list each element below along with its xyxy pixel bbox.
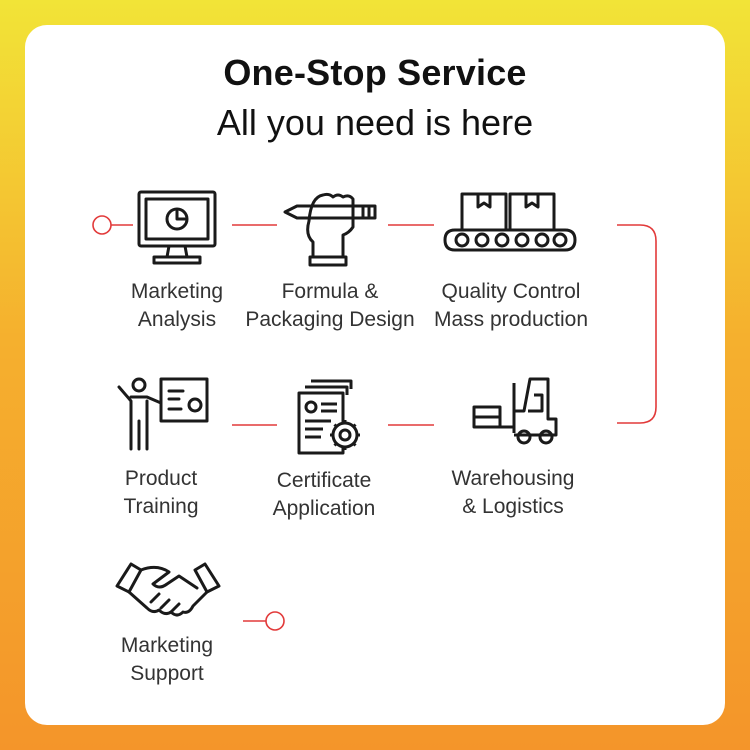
label-line-1: Marketing	[130, 280, 224, 303]
step-label-product-training: Product Training	[81, 465, 241, 521]
label-line-2: Support	[130, 662, 204, 685]
step-label-certificate-application: Certificate Application	[244, 467, 404, 523]
page-subtitle: All you need is here	[216, 102, 534, 143]
label-line-1: Product	[124, 467, 198, 490]
label-line-2: Packaging Design	[245, 308, 415, 331]
step-label-marketing-support: Marketing Support	[87, 632, 247, 688]
page-title: One-Stop Service	[223, 52, 527, 93]
label-line-1: Warehousing	[451, 467, 575, 490]
label-line-1: Formula &	[281, 280, 379, 303]
presentation-icon	[117, 377, 209, 451]
label-line-2: & Logistics	[462, 495, 564, 518]
hand-pencil-icon	[283, 192, 377, 267]
label-line-2: Mass production	[433, 308, 589, 331]
label-line-2: Analysis	[137, 308, 217, 331]
label-line-2: Application	[272, 497, 376, 520]
computer-monitor-icon	[137, 190, 217, 265]
step-label-warehousing-logistics: Warehousing & Logistics	[433, 465, 593, 521]
label-line-2: Training	[123, 495, 199, 518]
flow-end-dot	[265, 611, 285, 631]
step-label-quality-control: Quality Control Mass production	[421, 278, 601, 334]
service-card	[25, 25, 725, 725]
step-label-marketing-analysis: Marketing Analysis	[97, 278, 257, 334]
flow-start-dot	[92, 215, 112, 235]
certificate-gear-icon	[297, 379, 360, 455]
step-label-formula-packaging: Formula & Packaging Design	[230, 278, 430, 334]
label-line-1: Marketing	[120, 634, 214, 657]
conveyor-belt-icon	[443, 192, 577, 252]
flow-turn-connector	[617, 224, 657, 424]
forklift-icon	[472, 377, 558, 445]
label-line-1: Certificate	[276, 469, 372, 492]
handshake-icon	[115, 562, 221, 617]
label-line-1: Quality Control	[441, 280, 581, 303]
